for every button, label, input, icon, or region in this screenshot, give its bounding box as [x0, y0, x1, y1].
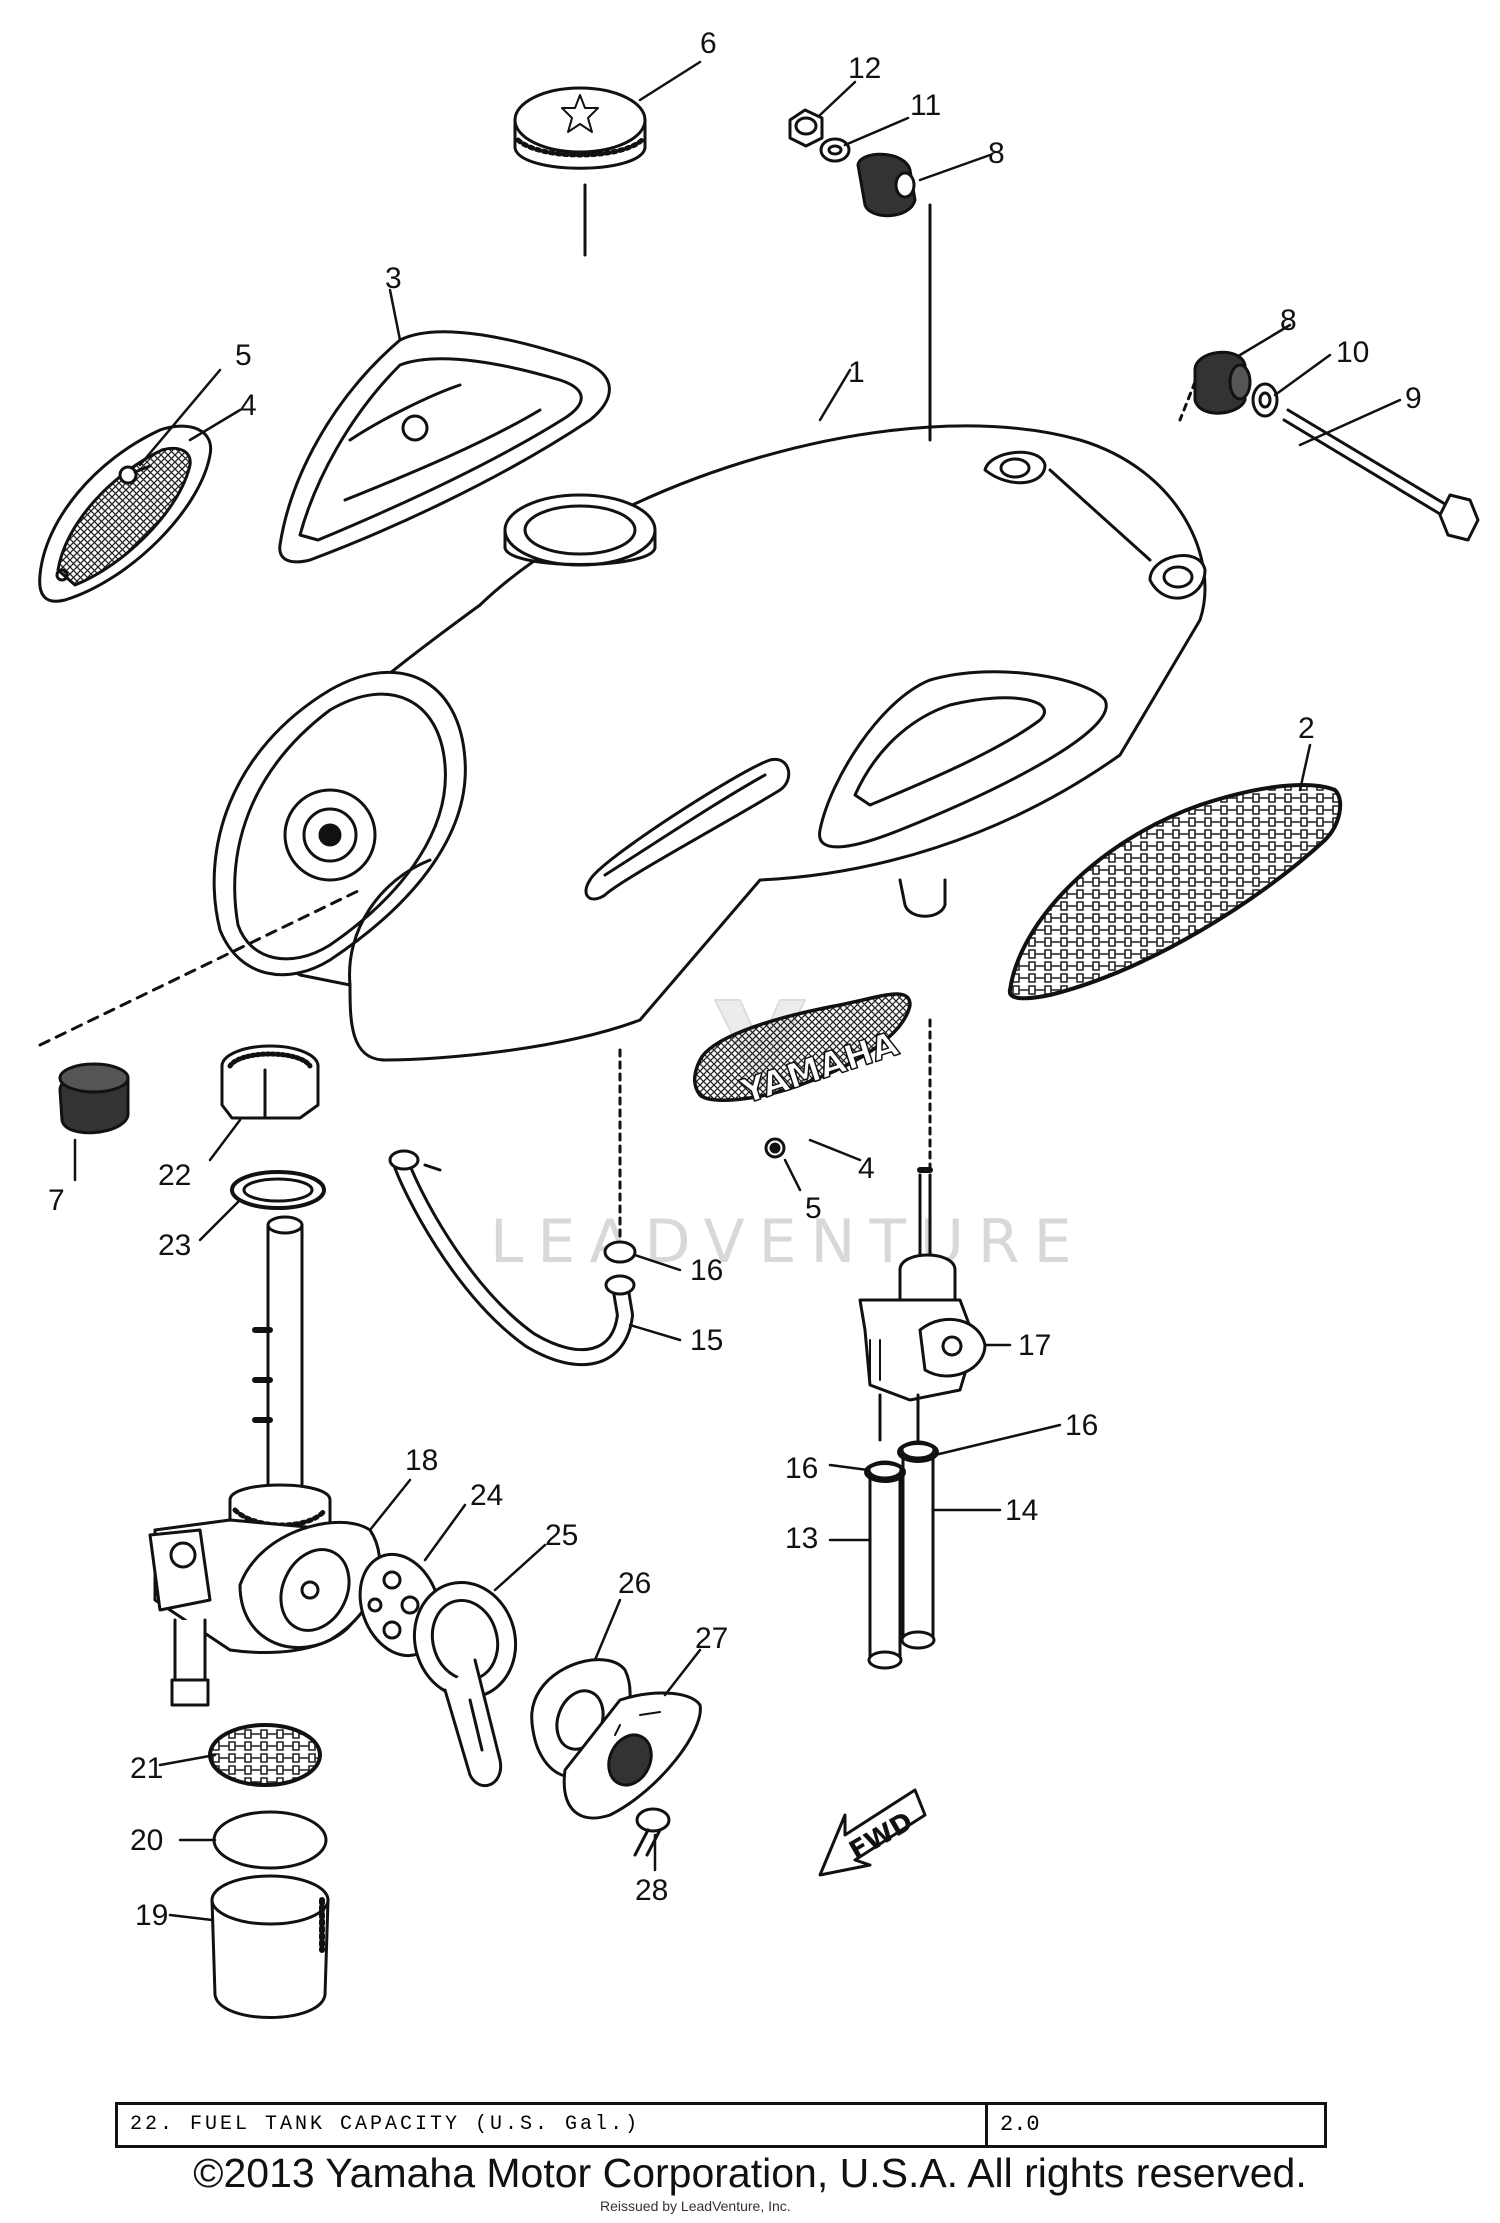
callout-labels: 6 12 11 8 3 5 4 1 8 10 9 2 7 4 5 22 23 1… — [48, 27, 1422, 1932]
gasket-ring — [230, 1170, 326, 1210]
rear-mount-hardware — [1178, 350, 1480, 542]
callout-7: 7 — [48, 1184, 65, 1217]
strainer-screen — [208, 1723, 322, 1787]
callout-9: 9 — [1405, 382, 1422, 415]
callout-17: 17 — [1018, 1329, 1051, 1362]
callout-24: 24 — [470, 1479, 503, 1512]
fuel-hose-14 — [900, 1440, 936, 1650]
callout-21: 21 — [130, 1752, 163, 1785]
callout-16-right: 16 — [1065, 1409, 1098, 1442]
callout-5-left: 5 — [235, 339, 252, 372]
callout-26: 26 — [618, 1567, 651, 1600]
plate-screw — [633, 1807, 671, 1857]
callout-27: 27 — [695, 1622, 728, 1655]
fuel-cock-assembly — [148, 1215, 382, 1707]
fuel-hose-13 — [867, 1460, 903, 1670]
fuel-cap — [513, 86, 647, 257]
rubber-damper-left — [38, 888, 362, 1135]
spec-table: 22. FUEL TANK CAPACITY (U.S. Gal.) 2.0 — [115, 2102, 1327, 2148]
callout-5-right: 5 — [805, 1192, 822, 1225]
top-mount-hardware — [788, 108, 932, 442]
sediment-cup — [210, 1874, 330, 2019]
callout-20: 20 — [130, 1824, 163, 1857]
callout-3: 3 — [385, 262, 402, 295]
callout-8-right: 8 — [1280, 304, 1297, 337]
knee-pad — [1007, 783, 1343, 1001]
callout-12: 12 — [848, 52, 881, 85]
fuel-cock-right — [858, 1018, 987, 1442]
callout-25: 25 — [545, 1519, 578, 1552]
copyright-notice: ©2013 Yamaha Motor Corporation, U.S.A. A… — [193, 2150, 1307, 2196]
callout-11: 11 — [910, 89, 941, 122]
valve-lever — [412, 1581, 518, 1788]
hose-clips-lower — [864, 1441, 939, 1483]
callout-2: 2 — [1298, 712, 1315, 745]
fuel-pipe — [388, 1149, 636, 1367]
forward-direction-arrow: FWD — [818, 1788, 927, 1877]
callout-14: 14 — [1005, 1494, 1038, 1527]
callout-16-left: 16 — [785, 1452, 818, 1485]
spec-label: 22. FUEL TANK CAPACITY (U.S. Gal.) — [118, 2105, 988, 2145]
callout-4-left: 4 — [240, 389, 257, 422]
reprint-notice: Reissued by LeadVenture, Inc. — [600, 2198, 791, 2214]
callout-28: 28 — [635, 1874, 668, 1907]
callout-1: 1 — [848, 356, 865, 389]
callout-13: 13 — [785, 1522, 818, 1555]
screw-left — [118, 464, 152, 485]
fuel-tank — [212, 424, 1207, 1062]
callout-10: 10 — [1336, 336, 1369, 369]
callout-16-top: 16 — [690, 1254, 723, 1287]
emblem-plate-left — [38, 424, 213, 603]
tank-side-frame — [278, 330, 611, 564]
hose-clip-top — [603, 1048, 637, 1264]
callout-23: 23 — [158, 1229, 191, 1262]
leader-lines — [73, 60, 1402, 1922]
watermark-text: LEADVENTURE — [490, 1207, 1086, 1277]
callout-18: 18 — [405, 1444, 438, 1477]
callout-22: 22 — [158, 1159, 191, 1192]
screw-right — [764, 1137, 786, 1159]
callout-8-top: 8 — [988, 137, 1005, 170]
callout-15: 15 — [690, 1324, 723, 1357]
o-ring — [212, 1810, 328, 1870]
spec-value: 2.0 — [1000, 2112, 1040, 2137]
callout-6: 6 — [700, 27, 717, 60]
indicator-plate — [562, 1691, 702, 1820]
callout-19: 19 — [135, 1899, 168, 1932]
callout-4-right: 4 — [858, 1152, 875, 1185]
lock-nut — [220, 1044, 320, 1120]
